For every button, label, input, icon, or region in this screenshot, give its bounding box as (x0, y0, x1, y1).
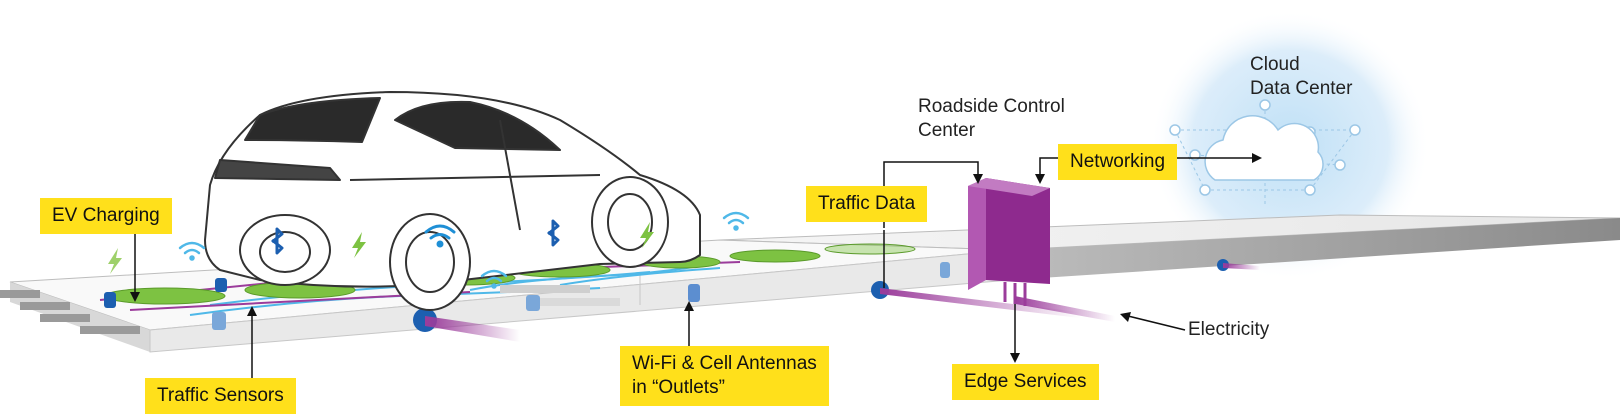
roadside-text-line2: Center (918, 120, 976, 141)
label-electricity: Electricity (1188, 318, 1269, 342)
wifi-antennas-text-line2: in “Outlets” (632, 377, 725, 398)
label-roadside-control-center: Roadside Control Center (918, 95, 1065, 143)
electricity-text: Electricity (1188, 319, 1270, 340)
car-illustration (204, 91, 701, 311)
wifi-icon (424, 224, 456, 248)
traffic-data-text: Traffic Data (818, 193, 916, 214)
cloud-text-line2: Data Center (1250, 78, 1353, 99)
cloud-icon (1204, 114, 1324, 181)
label-traffic-sensors: Traffic Sensors (145, 378, 296, 414)
roadside-control-box (968, 178, 1050, 306)
traffic-sensors-text: Traffic Sensors (157, 385, 284, 406)
lightning-icon (352, 232, 366, 258)
networking-text: Networking (1070, 151, 1166, 172)
label-wifi-antennas: Wi-Fi & Cell Antennas in “Outlets” (620, 346, 829, 406)
conduits (0, 285, 620, 334)
wifi-antennas-text-line1: Wi-Fi & Cell Antennas (632, 353, 817, 374)
bluetooth-icon (271, 227, 284, 255)
lightning-icon (108, 248, 122, 274)
label-ev-charging: EV Charging (40, 198, 172, 234)
roadside-text-line1: Roadside Control (918, 96, 1065, 117)
label-networking: Networking (1058, 144, 1178, 180)
edge-services-text: Edge Services (964, 371, 1087, 392)
arrowheads (130, 174, 1131, 363)
bluetooth-icon (547, 219, 560, 247)
ev-charging-text: EV Charging (52, 205, 160, 226)
wifi-icon (722, 211, 750, 231)
label-cloud-data-center: Cloud Data Center (1250, 53, 1352, 101)
label-traffic-data: Traffic Data (806, 186, 928, 222)
lightning-icon (640, 222, 654, 248)
cloud-text-line1: Cloud (1250, 54, 1300, 75)
pointer-lines (134, 157, 1186, 378)
wifi-icon (480, 269, 508, 289)
label-edge-services: Edge Services (952, 364, 1099, 400)
wifi-icon (178, 241, 206, 261)
